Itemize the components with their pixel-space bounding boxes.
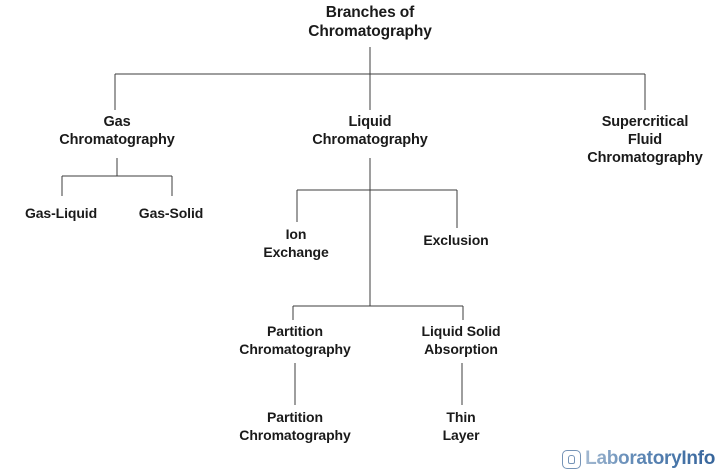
- node-ion-exchange: Ion Exchange: [263, 226, 329, 260]
- node-liquid-chromatography: Liquid Chromatography: [312, 114, 428, 149]
- laboratoryinfo-brand-text: LaboratoryInfo: [585, 448, 715, 469]
- node-gas-chromatography: Gas Chromatography: [59, 114, 175, 149]
- laboratory-flask-mark-icon: [562, 449, 582, 469]
- node-partition-chromatography: Partition Chromatography: [239, 323, 351, 357]
- node-supercritical-fluid-chromatography: Supercritical Fluid Chromatography: [587, 114, 703, 167]
- laboratoryinfo-watermark: LaboratoryInfo: [562, 448, 715, 470]
- node-partition-chromatography-leaf: Partition Chromatography: [239, 409, 351, 443]
- node-gas-liquid: Gas-Liquid: [24, 205, 98, 221]
- node-thin-layer: Thin Layer: [442, 409, 480, 443]
- node-title-branches-of-chromatography: Branches of Chromatography: [308, 4, 432, 41]
- node-gas-solid: Gas-Solid: [138, 205, 204, 221]
- node-liquid-solid-absorption: Liquid Solid Absorption: [421, 323, 501, 357]
- node-exclusion: Exclusion: [423, 232, 489, 248]
